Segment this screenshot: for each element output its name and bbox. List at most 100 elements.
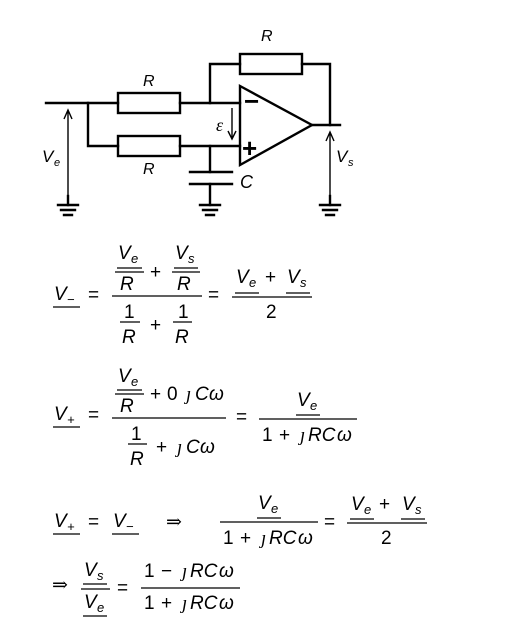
math-symbol: V: [54, 511, 69, 532]
math-symbol: V: [118, 243, 133, 264]
feedback-wire-right: [300, 62, 332, 127]
resistor-upper-label: R: [143, 73, 155, 90]
math-symbol: s: [348, 157, 354, 169]
math-symbol: e: [97, 600, 104, 615]
math-symbol: +: [150, 384, 161, 405]
resistor-upper: [116, 91, 182, 115]
math-symbol: =: [88, 285, 99, 306]
math-symbol: +: [67, 519, 75, 534]
math-symbol: e: [131, 251, 138, 266]
math-symbol: ȷ: [179, 593, 187, 614]
math-symbol: R: [177, 274, 191, 295]
math-symbol: s: [188, 251, 195, 266]
math-symbol: R: [120, 274, 134, 295]
math-symbol: R: [122, 327, 136, 348]
math-symbol: s: [415, 502, 422, 517]
math-symbol: ȷ: [179, 561, 187, 582]
math-symbol: RC: [190, 561, 218, 582]
math-symbol: V: [54, 284, 69, 305]
opamp-triangle: [238, 83, 315, 168]
math-symbol: R: [130, 449, 144, 470]
math-symbol: +: [161, 593, 172, 614]
math-symbol: 1: [144, 561, 155, 582]
branch-wire: [86, 101, 120, 148]
math-symbol: 2: [266, 302, 277, 323]
math-symbol: +: [265, 267, 276, 288]
resistor-feedback: [238, 52, 304, 76]
math-symbol: 1: [131, 424, 142, 445]
math-symbol: −: [126, 519, 134, 534]
resistor-lower-label: R: [143, 161, 155, 178]
math-symbol: e: [54, 157, 60, 169]
math-symbol: RC: [269, 528, 297, 549]
math-symbol: s: [97, 568, 104, 583]
output-voltage-arrow: [325, 130, 335, 196]
math-symbol: ω: [219, 593, 234, 614]
math-symbol: V: [175, 243, 190, 264]
math-symbol: −: [161, 561, 172, 582]
ground-line: [198, 203, 222, 217]
math-symbol: ȷ: [258, 528, 266, 549]
epsilon-label: ε: [216, 115, 224, 135]
math-symbol: ω: [298, 528, 313, 549]
ground-symbol-input: [56, 203, 80, 217]
math-symbol: C: [195, 384, 209, 405]
math-symbol: 1: [178, 302, 189, 323]
ground-symbol-capacitor: [198, 203, 222, 217]
math-symbol: +: [240, 528, 251, 549]
math-symbol: e: [271, 501, 278, 516]
math-symbol: ȷ: [174, 437, 182, 458]
math-symbol: =: [88, 405, 99, 426]
equation-v-plus: V + = V e R + 0 ȷ C ω 1 R + ȷ C ω = V e …: [53, 366, 357, 470]
resistor-lower: [116, 134, 182, 158]
math-symbol: V: [84, 592, 99, 613]
math-symbol: ω: [337, 425, 352, 446]
math-symbol: ȷ: [183, 384, 191, 405]
equation-transfer-function: ⇒ V s V e = 1 − ȷ RC ω 1 + ȷ RC ω: [52, 560, 240, 617]
math-symbol: V: [258, 493, 273, 514]
ground-line: [318, 203, 342, 217]
math-symbol: +: [156, 437, 167, 458]
ground-symbol-output: [318, 203, 342, 217]
capacitor-label: C: [240, 172, 254, 192]
math-symbol: ⇒: [166, 512, 182, 533]
math-symbol: ȷ: [297, 425, 305, 446]
math-symbol: ⇒: [52, 575, 68, 596]
opamp-plus-sign: +: [242, 133, 257, 163]
math-symbol: +: [279, 425, 290, 446]
math-symbol: V: [236, 267, 251, 288]
math-symbol: e: [249, 275, 256, 290]
math-symbol: e: [131, 374, 138, 389]
math-symbol: s: [300, 275, 307, 290]
math-symbol: RC: [308, 425, 336, 446]
math-symbol: V: [402, 494, 417, 515]
math-symbol: V: [297, 390, 312, 411]
equation-equality: V + = V − ⇒ V e 1 + ȷ RC ω = V e + V s 2: [53, 493, 427, 549]
math-symbol: 1: [223, 528, 234, 549]
math-symbol: V: [54, 404, 69, 425]
epsilon-arrow: [227, 108, 237, 141]
math-symbol: ω: [209, 384, 224, 405]
math-symbol: =: [324, 512, 335, 533]
math-symbol: −: [67, 292, 75, 307]
math-symbol: 2: [381, 528, 392, 549]
math-symbol: e: [310, 398, 317, 413]
math-symbol: 1: [144, 593, 155, 614]
math-symbol: V: [287, 267, 302, 288]
math-symbol: ω: [219, 561, 234, 582]
math-symbol: =: [236, 407, 247, 428]
math-symbol: 0: [167, 384, 178, 405]
input-voltage-arrow: [63, 108, 73, 196]
math-symbol: V: [336, 147, 349, 166]
math-symbol: =: [117, 578, 128, 599]
math-symbol: =: [208, 285, 219, 306]
math-symbol: RC: [190, 593, 218, 614]
math-symbol: +: [150, 315, 161, 336]
math-symbol: +: [150, 262, 161, 283]
math-symbol: ω: [200, 437, 215, 458]
math-symbol: C: [186, 437, 200, 458]
math-symbol: +: [379, 494, 390, 515]
opamp-minus-sign: −: [244, 86, 259, 116]
